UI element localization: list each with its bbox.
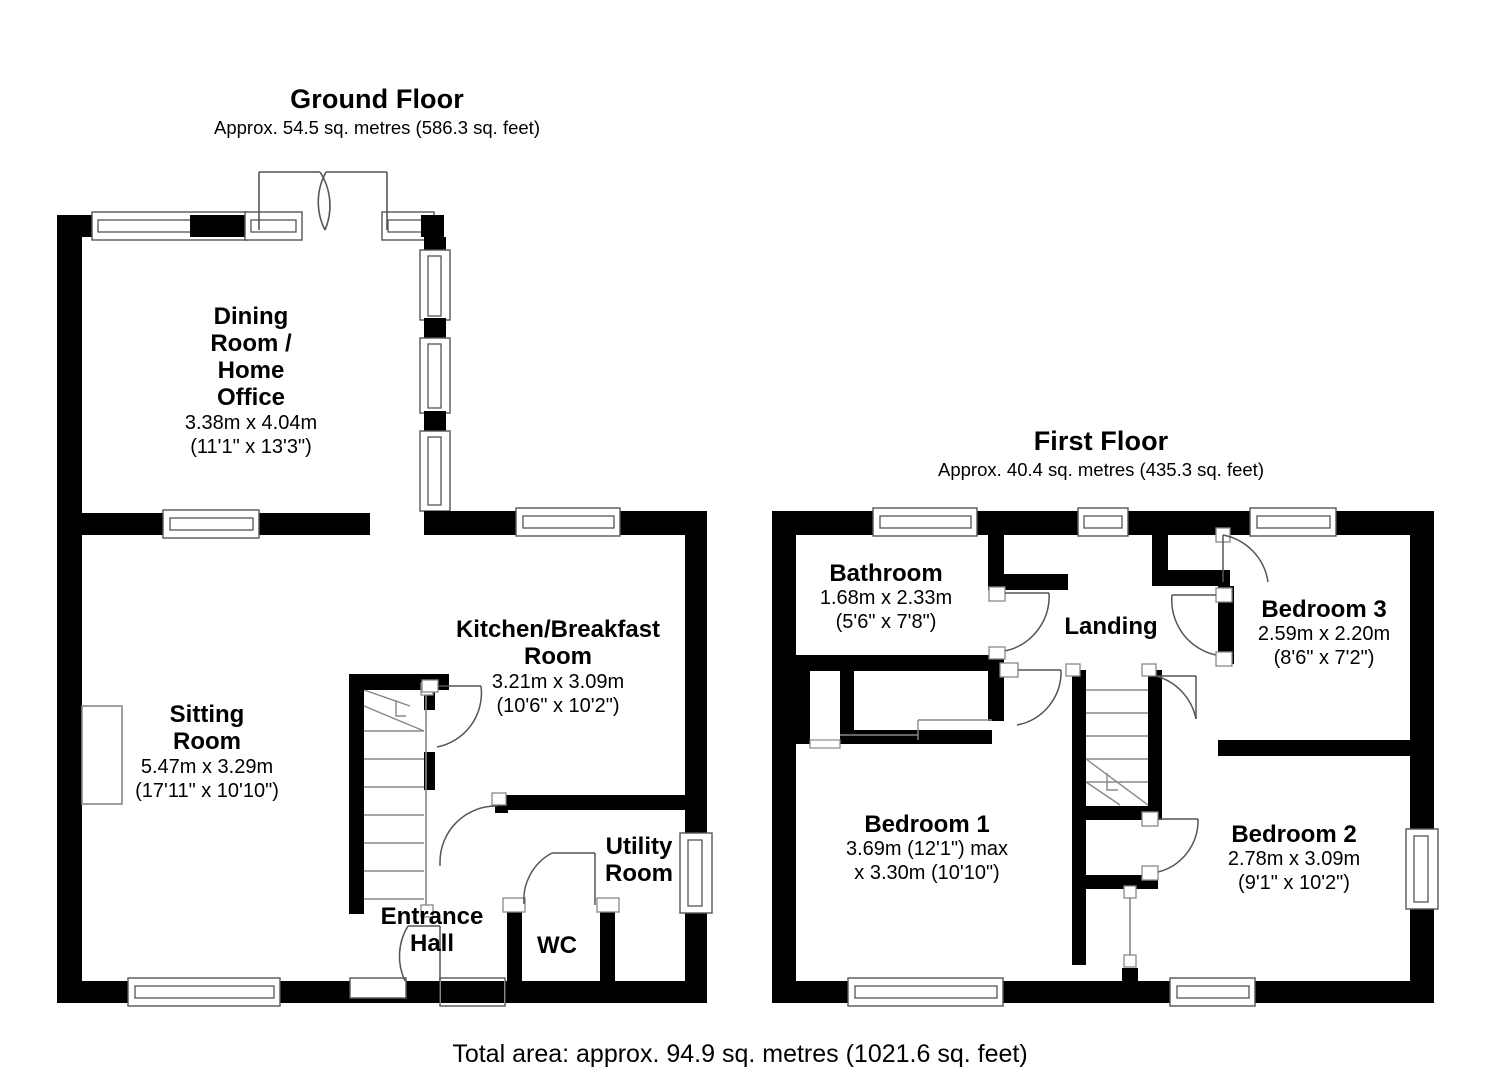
bedroom-2-dim-metric: 2.78m x 3.09m (1227, 848, 1361, 870)
bathroom-dim-imperial: (5'6" x 7'8") (835, 611, 937, 633)
bedroom-2-dim-imperial: (9'1" x 10'2") (1238, 872, 1350, 894)
dining-room-dim-metric: 3.38m x 4.04m (184, 412, 318, 434)
kitchen-dim-metric: 3.21m x 3.09m (491, 671, 625, 693)
dining-room-name-line-3: Home (217, 357, 285, 384)
utility-room-name-line-1: Utility (605, 833, 673, 860)
kitchen-name-line-1: Kitchen/Breakfast (455, 616, 661, 643)
bedroom-2-name: Bedroom 2 (1231, 821, 1357, 848)
entrance-hall-name-line-2: Hall (409, 930, 455, 957)
total-area-footer: Total area: approx. 94.9 sq. metres (102… (452, 1040, 1028, 1068)
dining-room-name-line-4: Office (216, 384, 286, 411)
sitting-room-name-line-2: Room (173, 728, 241, 755)
bedroom-1-dim-line-2: x 3.30m (10'10") (854, 862, 1000, 884)
first-floor-title: First Floor (1033, 426, 1169, 456)
kitchen-name-line-2: Room (524, 643, 592, 670)
bedroom-3-name: Bedroom 3 (1261, 596, 1387, 623)
first-floor-drawing (772, 507, 1439, 1007)
ground-floor-subtitle: Approx. 54.5 sq. metres (586.3 sq. feet) (214, 117, 540, 138)
bedroom-1-dim-line-1: 3.69m (12'1") max (845, 838, 1009, 860)
bedroom-3-dim-metric: 2.59m x 2.20m (1257, 623, 1391, 645)
sitting-room-dim-imperial: (17'11" x 10'10") (135, 780, 279, 802)
utility-room-name-line-2: Room (605, 860, 673, 887)
bathroom-name: Bathroom (829, 560, 943, 587)
first-floor-subtitle: Approx. 40.4 sq. metres (435.3 sq. feet) (938, 459, 1264, 480)
entrance-hall-name-line-1: Entrance (380, 903, 484, 930)
dining-room-name-line-2: Room / (210, 330, 292, 357)
sitting-room-name-line-1: Sitting (169, 701, 245, 728)
kitchen-dim-imperial: (10'6" x 10'2") (496, 695, 620, 717)
bedroom-1-name: Bedroom 1 (864, 811, 990, 838)
room-label-landing: Landing (1064, 613, 1158, 640)
dining-room-dim-imperial: (11'1" x 13'3") (190, 436, 312, 458)
bedroom-3-dim-imperial: (8'6" x 7'2") (1273, 647, 1375, 669)
ground-floor-drawing (57, 171, 713, 1007)
room-label-wc: WC (537, 932, 577, 959)
dining-room-name-line-1: Dining (213, 303, 289, 330)
bathroom-dim-metric: 1.68m x 2.33m (819, 587, 953, 609)
sitting-room-dim-metric: 5.47m x 3.29m (140, 756, 274, 778)
ground-floor-title: Ground Floor (290, 84, 464, 114)
